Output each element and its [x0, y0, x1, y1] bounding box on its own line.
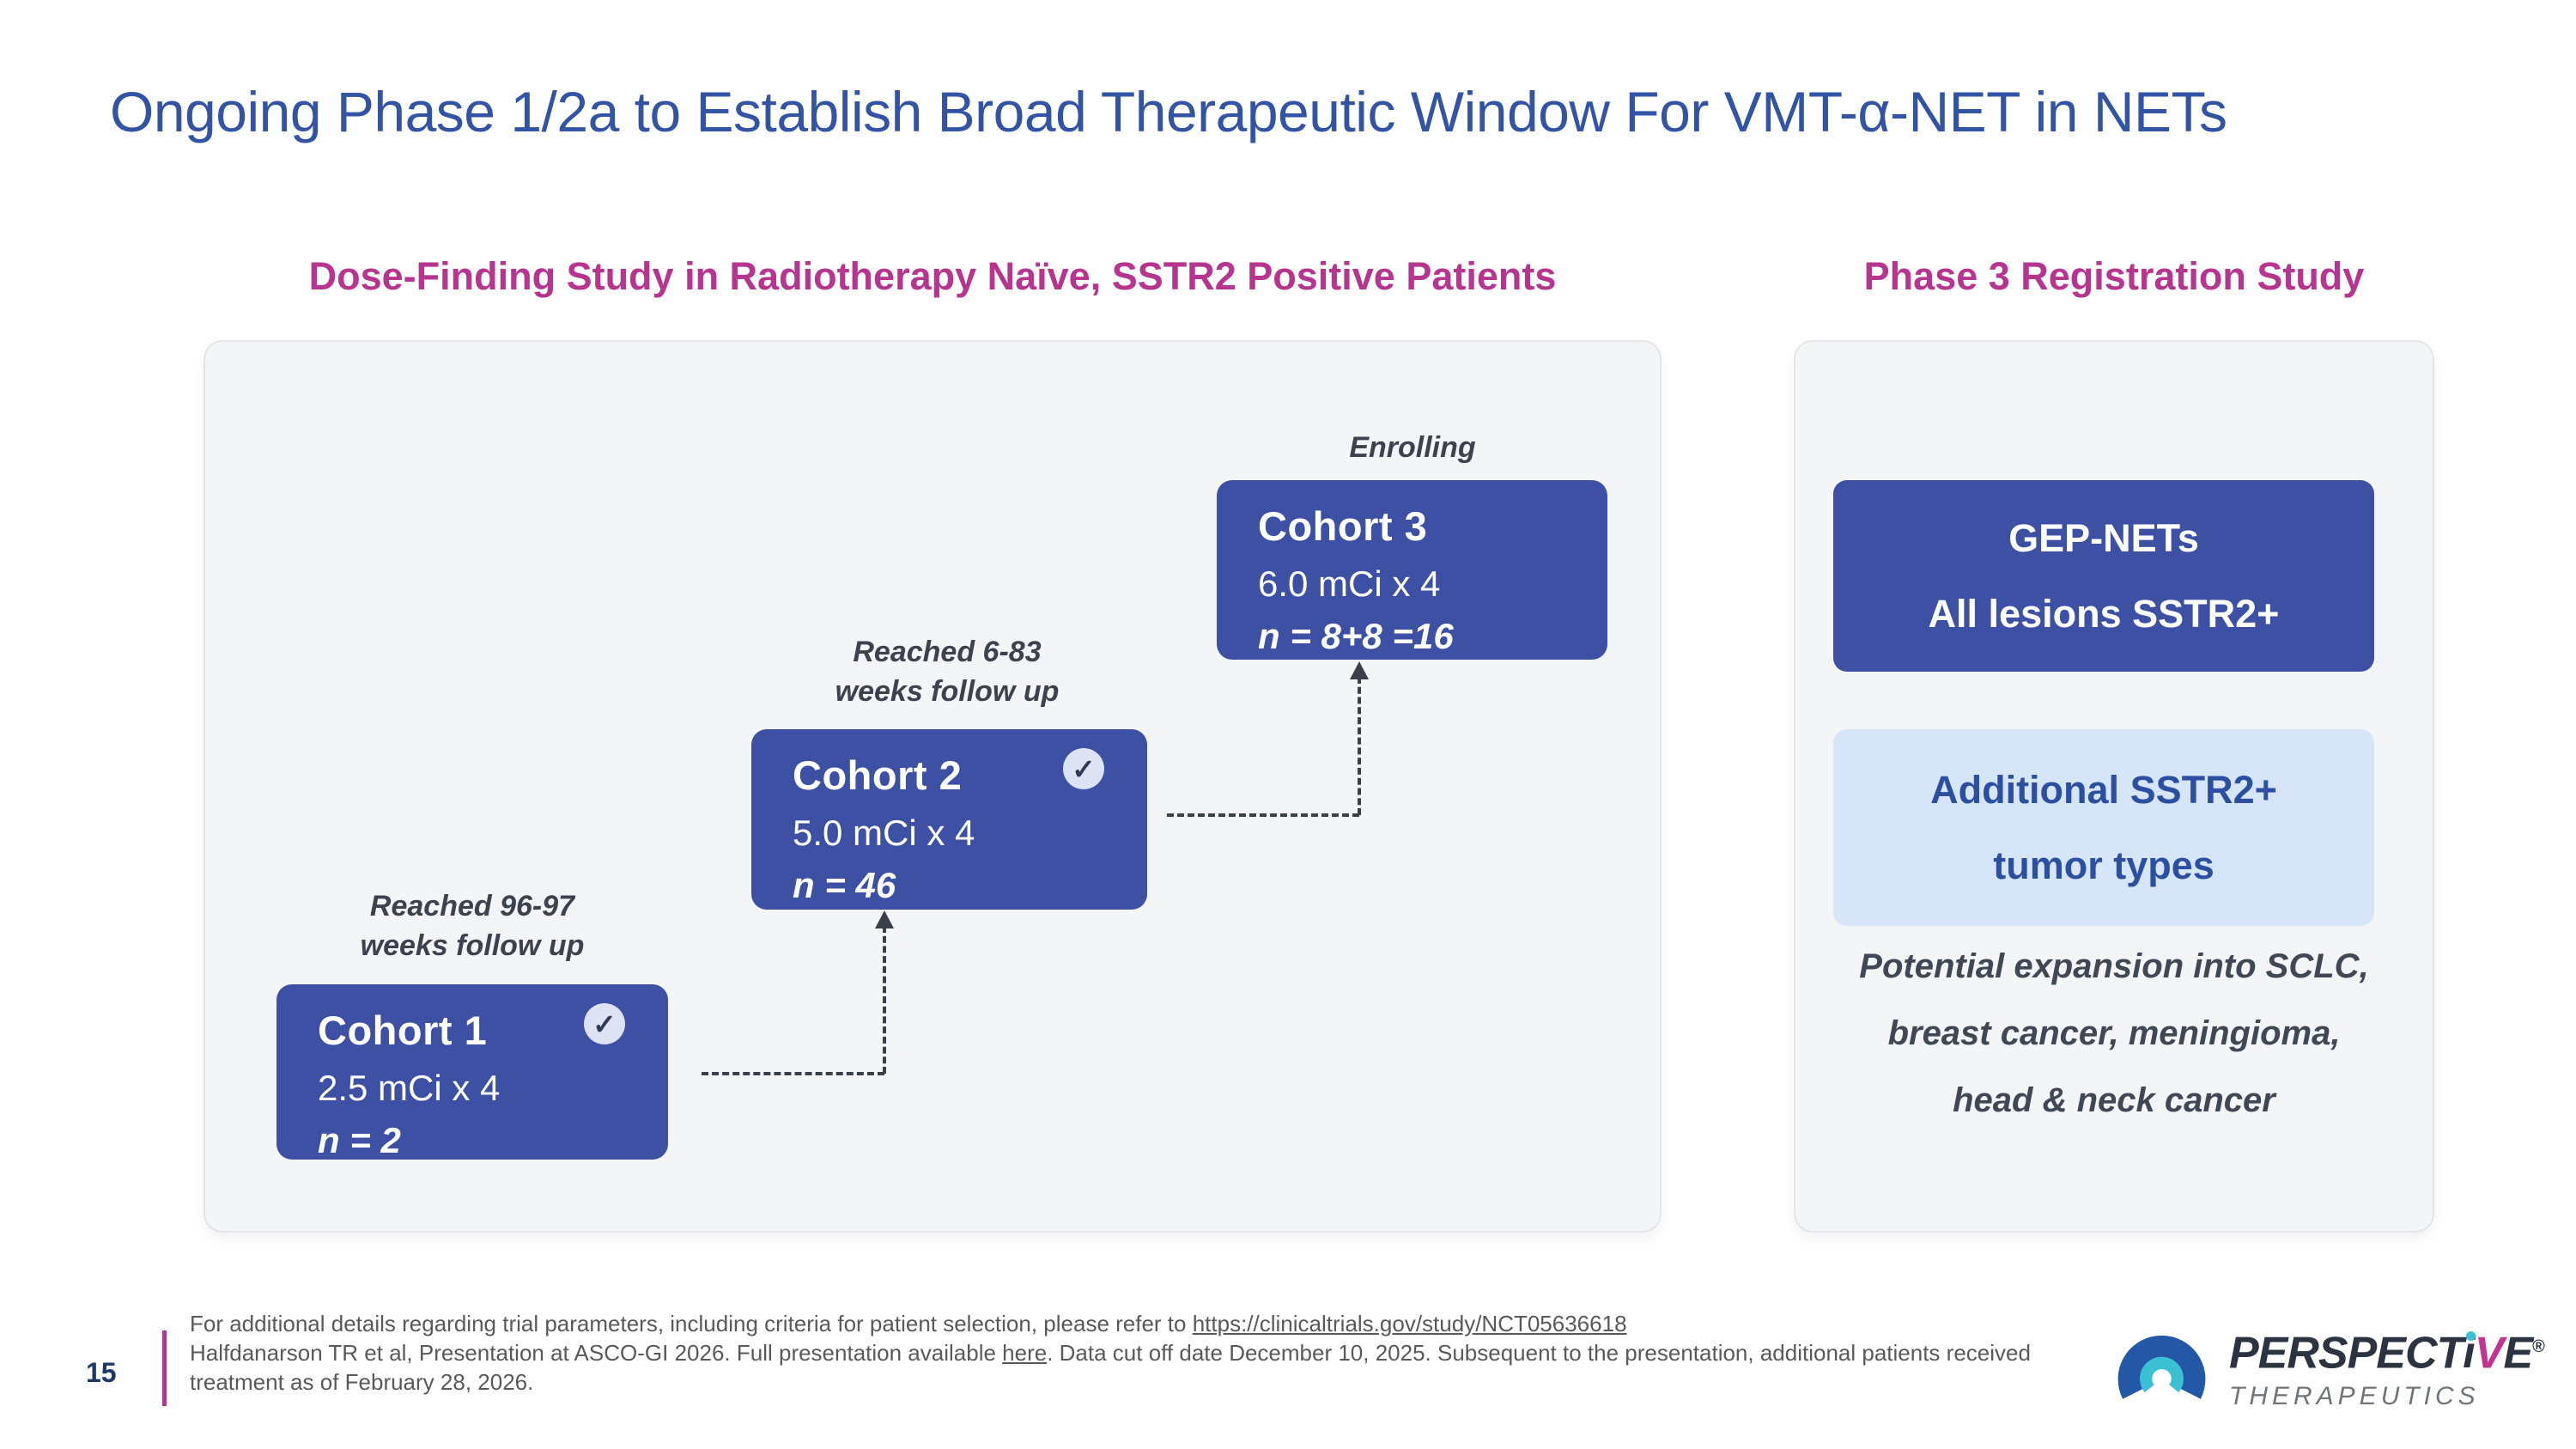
cohort2-name: Cohort 2 — [793, 752, 963, 798]
dose-finding-header: Dose-Finding Study in Radiotherapy Naïve… — [308, 254, 1557, 298]
footer-references: For additional details regarding trial p… — [190, 1309, 2139, 1397]
gep-nets-box: GEP-NETs All lesions SSTR2+ — [1833, 480, 2374, 672]
cohort1-enrollment: n = 2 — [318, 1120, 401, 1160]
clinicaltrials-link[interactable]: https://clinicaltrials.gov/study/NCT0563… — [1192, 1311, 1627, 1336]
perspective-therapeutics-logo: PERSPECTiVE® THERAPEUTICS — [2117, 1302, 2545, 1414]
additional-line1: Additional SSTR2+ — [1930, 767, 2277, 812]
expansion-note: Potential expansion into SCLC, breast ca… — [1859, 947, 2369, 1119]
additional-tumor-types-box: Additional SSTR2+ tumor types — [1833, 729, 2374, 926]
footer-line1-text: For additional details regarding trial p… — [190, 1311, 1193, 1336]
gep-nets-line1: GEP-NETs — [2008, 515, 2199, 560]
cohort1-dose: 2.5 mCi x 4 — [318, 1068, 501, 1108]
cohort1-annotation: Reached 96-97 weeks follow up — [360, 890, 585, 962]
flow-arrow-cohort2-to-cohort3 — [1167, 813, 1359, 817]
cohort3-name: Cohort 3 — [1258, 503, 1428, 549]
cohort2-box: ✓ Cohort 2 5.0 mCi x 4 n = 46 — [751, 729, 1147, 910]
brand-letter-i: i — [2463, 1328, 2476, 1379]
arrowhead-up-icon — [875, 910, 894, 928]
flow-arrow-cohort1-to-cohort2 — [883, 926, 886, 1074]
flow-arrow-cohort1-to-cohort2 — [702, 1072, 884, 1075]
cohort2-enrollment: n = 46 — [793, 865, 896, 905]
phase3-panel: GEP-NETs All lesions SSTR2+ Additional S… — [1794, 340, 2434, 1233]
logo-wordmark: PERSPECTiVE® THERAPEUTICS — [2229, 1324, 2545, 1411]
footer-line2-text: Halfdanarson TR et al, Presentation at A… — [190, 1340, 1003, 1366]
cohort2-dose: 5.0 mCi x 4 — [793, 813, 975, 853]
footer-divider — [162, 1330, 167, 1406]
phase3-header: Phase 3 Registration Study — [1863, 254, 2365, 298]
brand-name: PERSPECTiVE® — [2229, 1324, 2545, 1375]
brand-letter-e: E — [2503, 1328, 2533, 1379]
additional-line2: tumor types — [1993, 843, 2215, 887]
check-icon: ✓ — [1063, 748, 1104, 789]
cohort3-annotation: Enrolling — [1349, 431, 1476, 464]
brand-subtitle: THERAPEUTICS — [2229, 1382, 2480, 1411]
page-title: Ongoing Phase 1/2a to Establish Broad Th… — [110, 80, 2227, 143]
cohort1-box: ✓ Cohort 1 2.5 mCi x 4 n = 2 — [276, 984, 668, 1160]
brand-prefix: PERSPECT — [2229, 1328, 2464, 1379]
footer-line3-text: treatment as of February 28, 2026. — [190, 1369, 534, 1395]
registered-mark: ® — [2532, 1337, 2545, 1356]
dose-finding-panel: Reached 96-97 weeks follow up Reached 6-… — [204, 340, 1662, 1233]
perspective-logo-arch-icon — [2117, 1335, 2206, 1399]
arrowhead-up-icon — [1350, 661, 1369, 679]
flow-arrow-cohort2-to-cohort3 — [1358, 677, 1361, 815]
footer-line2-text-after: . Data cut off date December 10, 2025. S… — [1047, 1340, 2031, 1366]
cohort3-dose: 6.0 mCi x 4 — [1258, 563, 1441, 604]
cohort1-name: Cohort 1 — [318, 1008, 488, 1053]
brand-letter-v: V — [2474, 1328, 2505, 1379]
page-number: 15 — [86, 1357, 117, 1388]
cohort2-annotation: Reached 6-83 weeks follow up — [835, 636, 1060, 708]
check-icon: ✓ — [584, 1003, 625, 1044]
gep-nets-line2: All lesions SSTR2+ — [1928, 591, 2280, 636]
cohort3-box: Cohort 3 6.0 mCi x 4 n = 8+8 =16 — [1217, 480, 1607, 660]
presentation-here-link[interactable]: here — [1002, 1340, 1048, 1366]
cohort3-enrollment: n = 8+8 =16 — [1258, 616, 1454, 656]
